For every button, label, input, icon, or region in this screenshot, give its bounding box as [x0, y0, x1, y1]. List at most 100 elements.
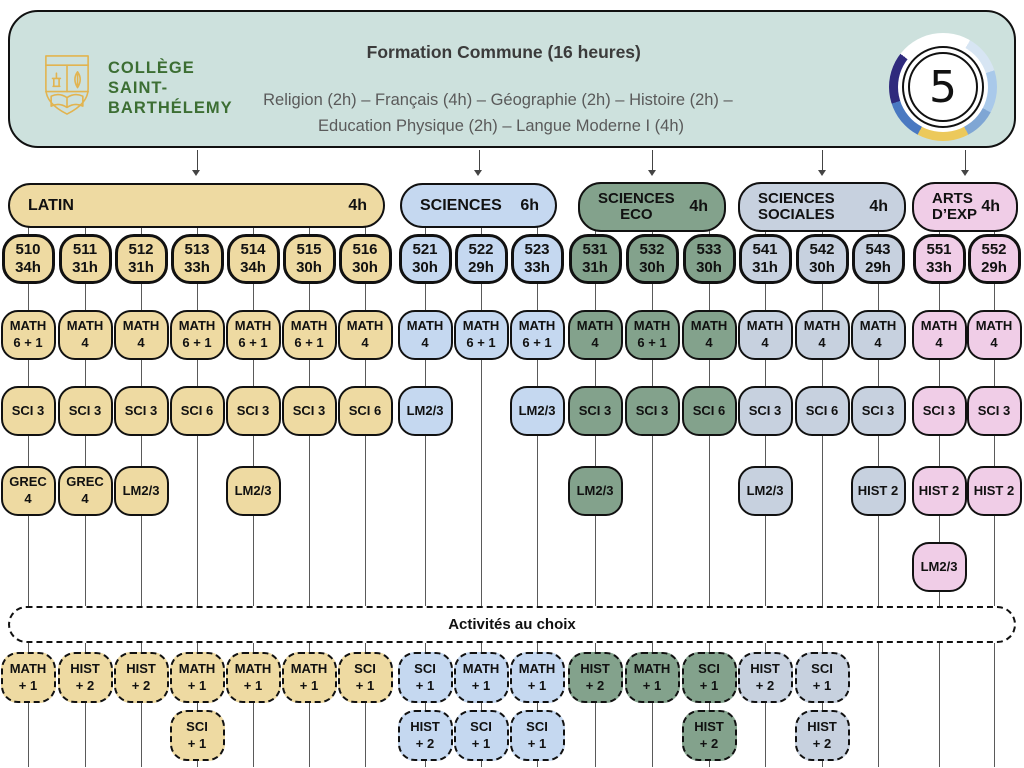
box-label: 516 [352, 241, 378, 258]
option-box-511: SCI 3 [57, 386, 113, 436]
activity-box-542: HIST+ 2 [794, 710, 850, 761]
box-label: 4 [990, 335, 998, 350]
box-label: + 1 [527, 735, 547, 751]
box-label: + 2 [812, 735, 832, 751]
box-label: LM2/3 [234, 482, 272, 498]
option-box-552: SCI 3 [966, 386, 1022, 436]
box-label: + 1 [18, 677, 38, 693]
option-box-531: LM2/3 [567, 466, 623, 516]
connector-line [965, 150, 966, 171]
box-label: MATH [178, 660, 216, 676]
box-label: 29h [468, 259, 494, 276]
track-hours: 4h [689, 198, 708, 215]
option-box-514: LM2/3 [225, 466, 281, 516]
activity-box-512: HIST+ 2 [113, 652, 169, 703]
box-label: SCI 3 [578, 402, 612, 418]
box-label: LM2/3 [406, 402, 444, 418]
box-label: 6 + 1 [522, 335, 552, 350]
box-label: 6 + 1 [637, 335, 667, 350]
box-label: HIST [750, 660, 780, 676]
box-label: MATH [975, 318, 1013, 334]
column-line [28, 643, 30, 767]
box-label: MATH [346, 318, 384, 334]
box-label: MATH [746, 318, 784, 334]
box-label: + 1 [642, 677, 662, 693]
activity-box-532: MATH+ 1 [624, 652, 680, 703]
box-label: + 1 [471, 677, 491, 693]
box-label: + 2 [699, 735, 719, 751]
box-label: 34h [240, 259, 266, 276]
column-line [197, 643, 199, 767]
activity-box-533: SCI+ 1 [681, 652, 737, 703]
year-number: 5 [908, 52, 978, 122]
box-label: MATH [178, 318, 216, 334]
box-label: 4 [81, 335, 89, 350]
column-line [481, 643, 483, 767]
activity-box-514: MATH+ 1 [225, 652, 281, 703]
box-label: MATH [462, 318, 500, 334]
box-label: LM2/3 [518, 402, 556, 418]
connector-line [478, 150, 480, 171]
box-label: 511 [72, 241, 98, 258]
year-badge: 5 [889, 33, 997, 141]
connector-line [196, 150, 198, 171]
box-label: 533 [696, 241, 722, 258]
column-line [822, 643, 824, 767]
activity-box-510: MATH+ 1 [0, 652, 56, 703]
box-label: 512 [128, 241, 154, 258]
track-name: SCIENCES [420, 196, 502, 214]
box-label: HIST [70, 660, 100, 676]
box-label: GREC [9, 474, 47, 490]
option-box-514: SCI 3 [225, 386, 281, 436]
option-box-516: SCI 6 [337, 386, 393, 436]
column-line [652, 643, 654, 767]
box-label: MATH [122, 318, 160, 334]
column-line [765, 643, 767, 767]
option-box-515: SCI 3 [281, 386, 337, 436]
box-label: + 2 [75, 677, 95, 693]
box-label: MATH [518, 660, 556, 676]
box-label: SCI [698, 660, 720, 676]
box-label: + 1 [415, 677, 435, 693]
column-line [878, 643, 880, 767]
box-label: SCI 3 [635, 402, 669, 418]
activity-box-521: HIST+ 2 [397, 710, 453, 761]
box-label: 6 + 1 [238, 335, 268, 350]
track-hours: 4h [981, 198, 1000, 215]
box-label: MATH [576, 318, 614, 334]
common-subjects-line1: Religion (2h) – Français (4h) – Géograph… [263, 91, 733, 109]
option-box-551: LM2/3 [911, 542, 967, 592]
option-box-543: HIST 2 [850, 466, 906, 516]
box-label: MATH [462, 660, 500, 676]
activity-box-533: HIST+ 2 [681, 710, 737, 761]
box-label: 521 [412, 241, 438, 258]
option-box-541: SCI 3 [737, 386, 793, 436]
box-label: SCI [526, 718, 548, 734]
box-label: SCI [414, 660, 436, 676]
arrow-down-icon [960, 170, 969, 176]
box-label: SCI [186, 718, 208, 734]
box-label: + 1 [187, 677, 207, 693]
box-label: 514 [240, 241, 266, 258]
box-label: 4 [591, 335, 599, 350]
track-hours: 4h [348, 196, 367, 214]
